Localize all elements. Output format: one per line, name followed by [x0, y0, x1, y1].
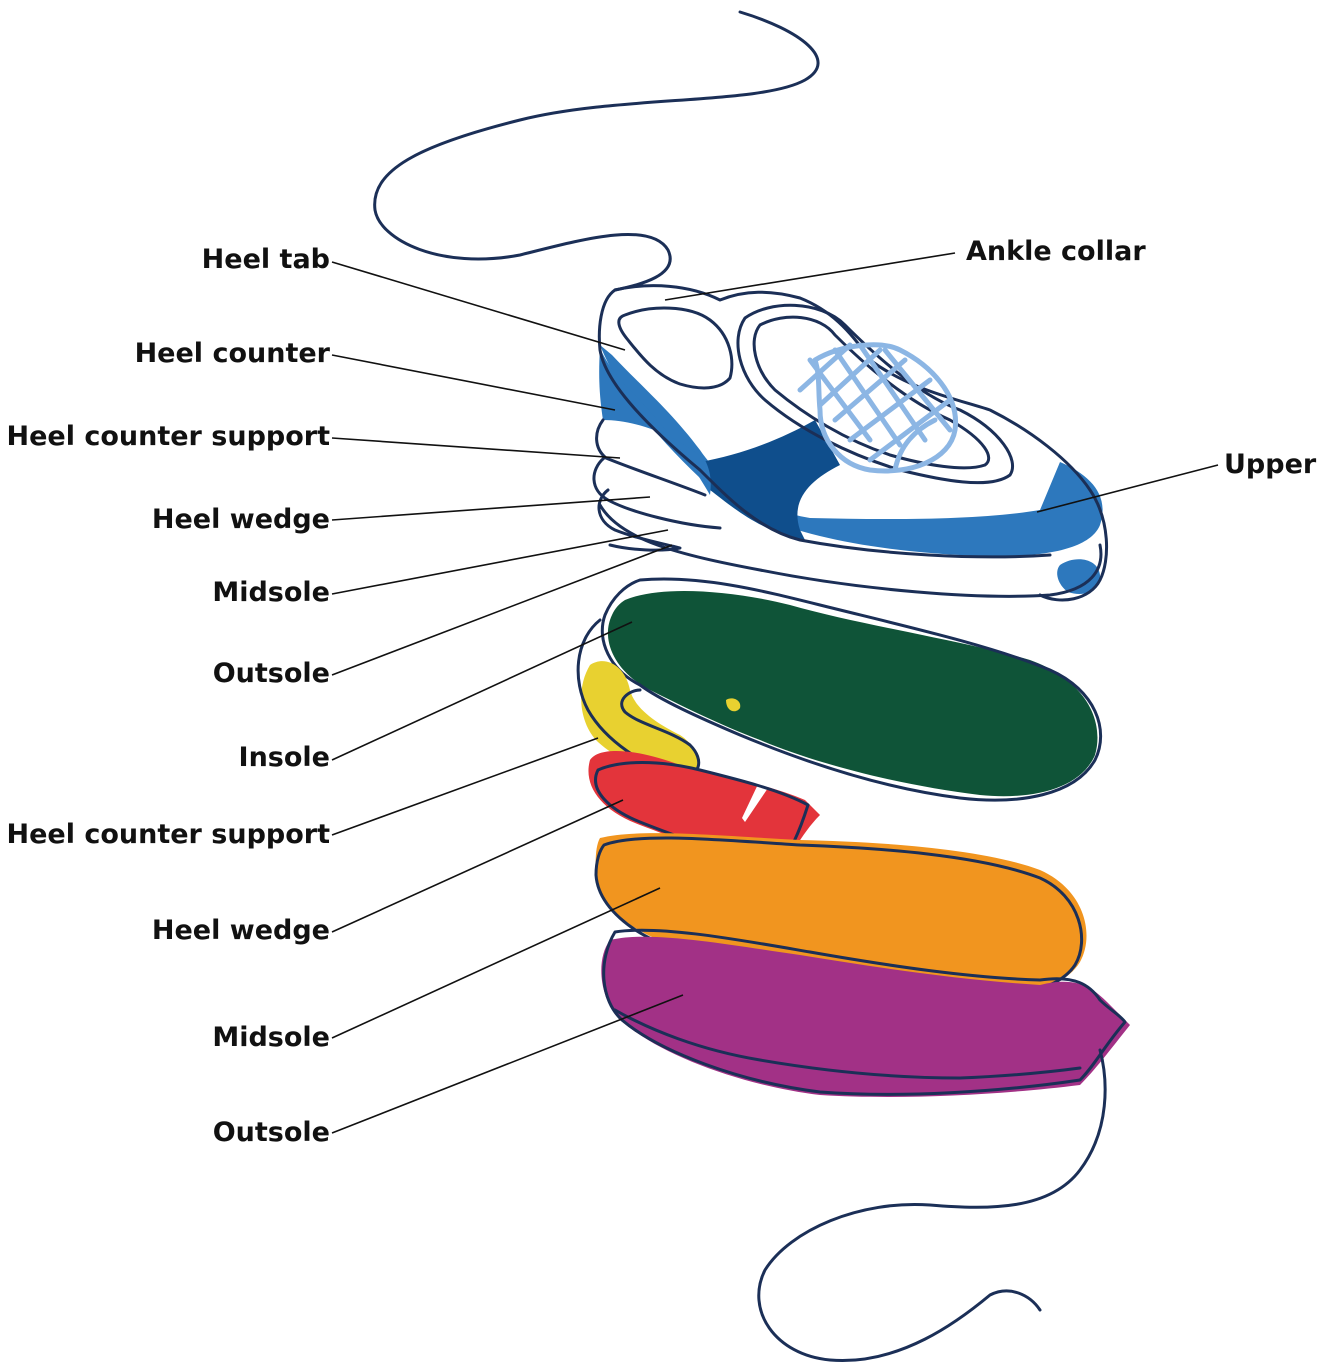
label-outsole-top: Outsole	[213, 660, 330, 687]
label-midsole-bottom: Midsole	[212, 1024, 330, 1051]
label-heel-wedge-bottom: Heel wedge	[152, 917, 330, 944]
lace-string-bottom	[759, 1050, 1105, 1361]
label-heel-wedge-top: Heel wedge	[152, 506, 330, 533]
assembled-shoe	[594, 286, 1107, 600]
leader-outsole-bottom	[332, 995, 683, 1133]
leader-heel-counter-support-top	[332, 438, 620, 458]
label-heel-counter: Heel counter	[135, 340, 330, 367]
label-outsole-bottom: Outsole	[213, 1119, 330, 1146]
label-insole: Insole	[239, 744, 330, 771]
label-heel-tab: Heel tab	[202, 246, 330, 273]
label-ankle-collar: Ankle collar	[966, 238, 1146, 265]
leader-heel-counter	[332, 355, 615, 410]
leader-midsole-top	[332, 530, 668, 594]
leader-heel-counter-support-bottom	[332, 738, 598, 835]
label-heel-counter-support-bottom: Heel counter support	[6, 821, 330, 848]
label-midsole-top: Midsole	[212, 579, 330, 606]
label-heel-counter-support-top: Heel counter support	[6, 423, 330, 450]
label-upper: Upper	[1224, 451, 1316, 478]
leader-heel-tab	[332, 262, 625, 350]
ankle-collar-outline	[619, 308, 732, 388]
leader-ankle-collar	[665, 253, 955, 300]
lace-string-top	[375, 12, 818, 290]
